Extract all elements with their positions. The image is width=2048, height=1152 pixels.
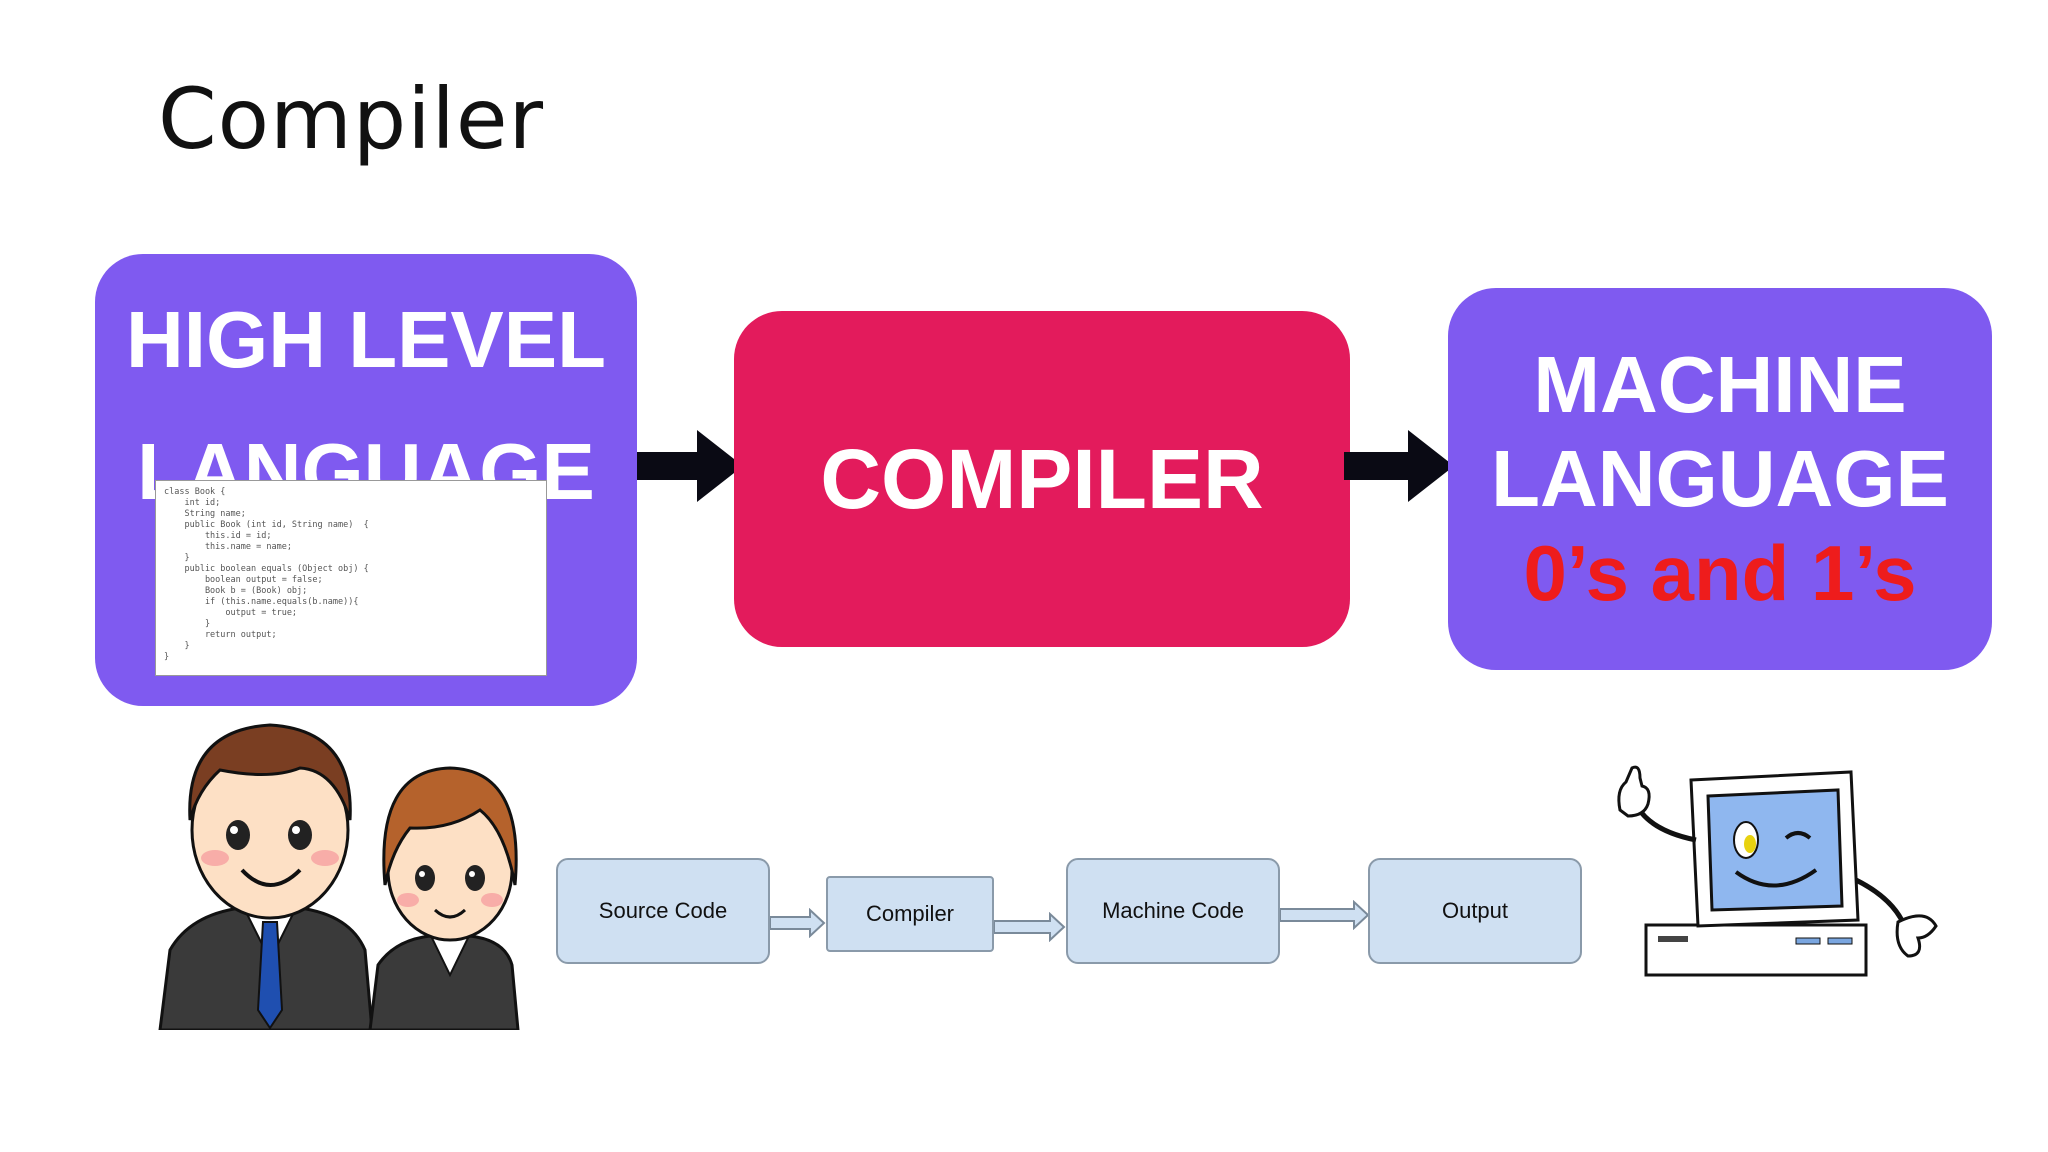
computer-mascot-illustration xyxy=(1617,765,1938,977)
arrow-right-icon xyxy=(637,430,743,502)
slide-title: Compiler xyxy=(158,70,545,168)
machine-language-box: MACHINE LANGUAGE 0’s and 1’s xyxy=(1448,288,1992,670)
code-snippet: class Book { int id; String name; public… xyxy=(155,480,547,676)
flow-compiler: Compiler xyxy=(826,876,994,952)
machine-label-line1: MACHINE xyxy=(1533,340,1907,429)
high-level-language-box: HIGH LEVEL LANGUAGE class Book { int id;… xyxy=(95,254,637,706)
flow-arrow-icon xyxy=(994,912,1066,942)
compiler-box: COMPILER xyxy=(734,311,1350,647)
arrow-right-icon xyxy=(1344,430,1454,502)
flow-output: Output xyxy=(1368,858,1582,964)
woman-figure xyxy=(368,766,520,1030)
binary-label: 0’s and 1’s xyxy=(1523,529,1917,617)
machine-label-line2: LANGUAGE xyxy=(1491,434,1949,523)
flow-machine-code: Machine Code xyxy=(1066,858,1280,964)
flow-arrow-icon xyxy=(770,908,826,938)
programmers-illustration xyxy=(158,723,520,1030)
compiler-label: COMPILER xyxy=(820,431,1264,526)
high-level-label-line1: HIGH LEVEL xyxy=(125,295,607,384)
flow-arrow-icon xyxy=(1280,900,1370,930)
man-figure xyxy=(158,723,374,1030)
flow-source-code: Source Code xyxy=(556,858,770,964)
